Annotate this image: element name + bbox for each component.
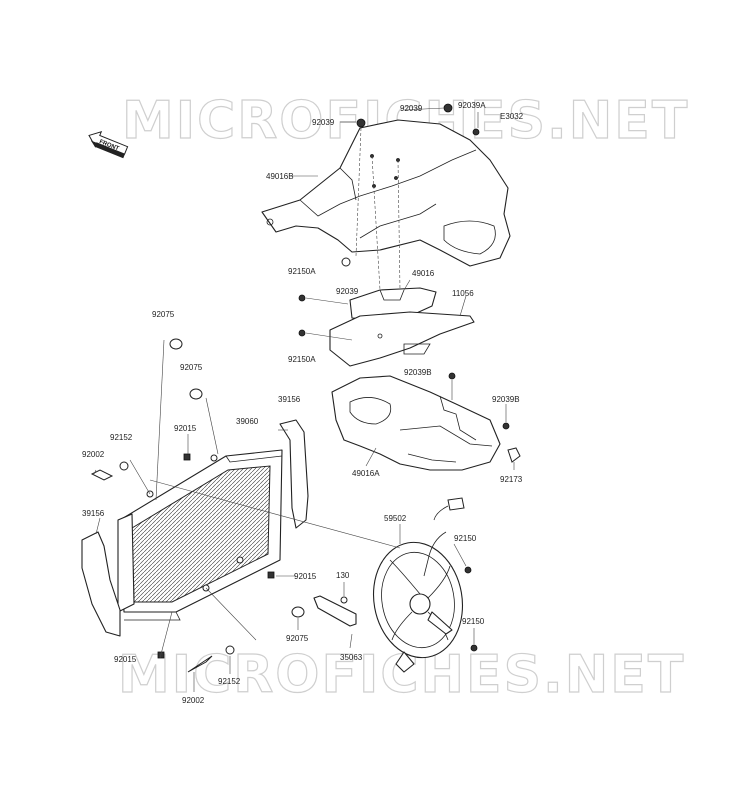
label-39156-b: 39156 xyxy=(82,509,105,518)
label-92075-b: 92075 xyxy=(180,363,203,372)
label-92150a-a: 92150A xyxy=(288,267,316,276)
label-92150a-b: 92150A xyxy=(288,355,316,364)
label-92152-a: 92152 xyxy=(110,433,133,442)
label-35063: 35063 xyxy=(340,653,363,662)
watermark-bottom: MICROFICHES.NET xyxy=(118,645,685,705)
label-92015-b: 92015 xyxy=(294,572,317,581)
label-130: 130 xyxy=(336,571,350,580)
label-39060: 39060 xyxy=(236,417,259,426)
label-59502: 59502 xyxy=(384,514,407,523)
part-labels: 92039 92039 92039A E3032 49016B 92150A 9… xyxy=(82,101,524,705)
cover-49016 xyxy=(329,287,475,367)
label-92002-a: 92002 xyxy=(82,450,105,459)
label-92150-a: 92150 xyxy=(454,534,477,543)
label-92039b-b: 92039B xyxy=(492,395,520,404)
label-92039-c: 92039 xyxy=(336,287,359,296)
label-92039b-a: 92039B xyxy=(404,368,432,377)
leader-lines xyxy=(93,107,515,692)
label-92015-c: 92015 xyxy=(114,655,137,664)
label-11056: 11056 xyxy=(452,289,474,298)
side-guard-39156-left xyxy=(81,531,121,637)
label-49016: 49016 xyxy=(412,269,435,278)
label-92152-b: 92152 xyxy=(218,677,241,686)
front-arrow-icon: FRONT xyxy=(88,130,129,159)
label-92150-b: 92150 xyxy=(462,617,485,626)
label-49016a: 49016A xyxy=(352,469,380,478)
label-92075-c: 92075 xyxy=(286,634,309,643)
label-92039-a: 92039 xyxy=(312,118,335,127)
label-92075-a: 92075 xyxy=(152,310,175,319)
label-92173: 92173 xyxy=(500,475,523,484)
side-guard-39156-right xyxy=(279,419,309,529)
label-49016b: 49016B xyxy=(266,172,294,181)
label-e3032: E3032 xyxy=(500,112,524,121)
label-39156-a: 39156 xyxy=(278,395,301,404)
label-92002-b: 92002 xyxy=(182,696,205,705)
radiator-39060 xyxy=(117,449,283,621)
label-92039-b: 92039 xyxy=(400,104,423,113)
cover-49016a xyxy=(331,375,501,471)
bracket-35063 xyxy=(313,595,357,627)
label-92039a: 92039A xyxy=(458,101,486,110)
cover-49016b xyxy=(261,119,511,267)
label-92015-a: 92015 xyxy=(174,424,197,433)
fan-59502 xyxy=(372,497,465,673)
